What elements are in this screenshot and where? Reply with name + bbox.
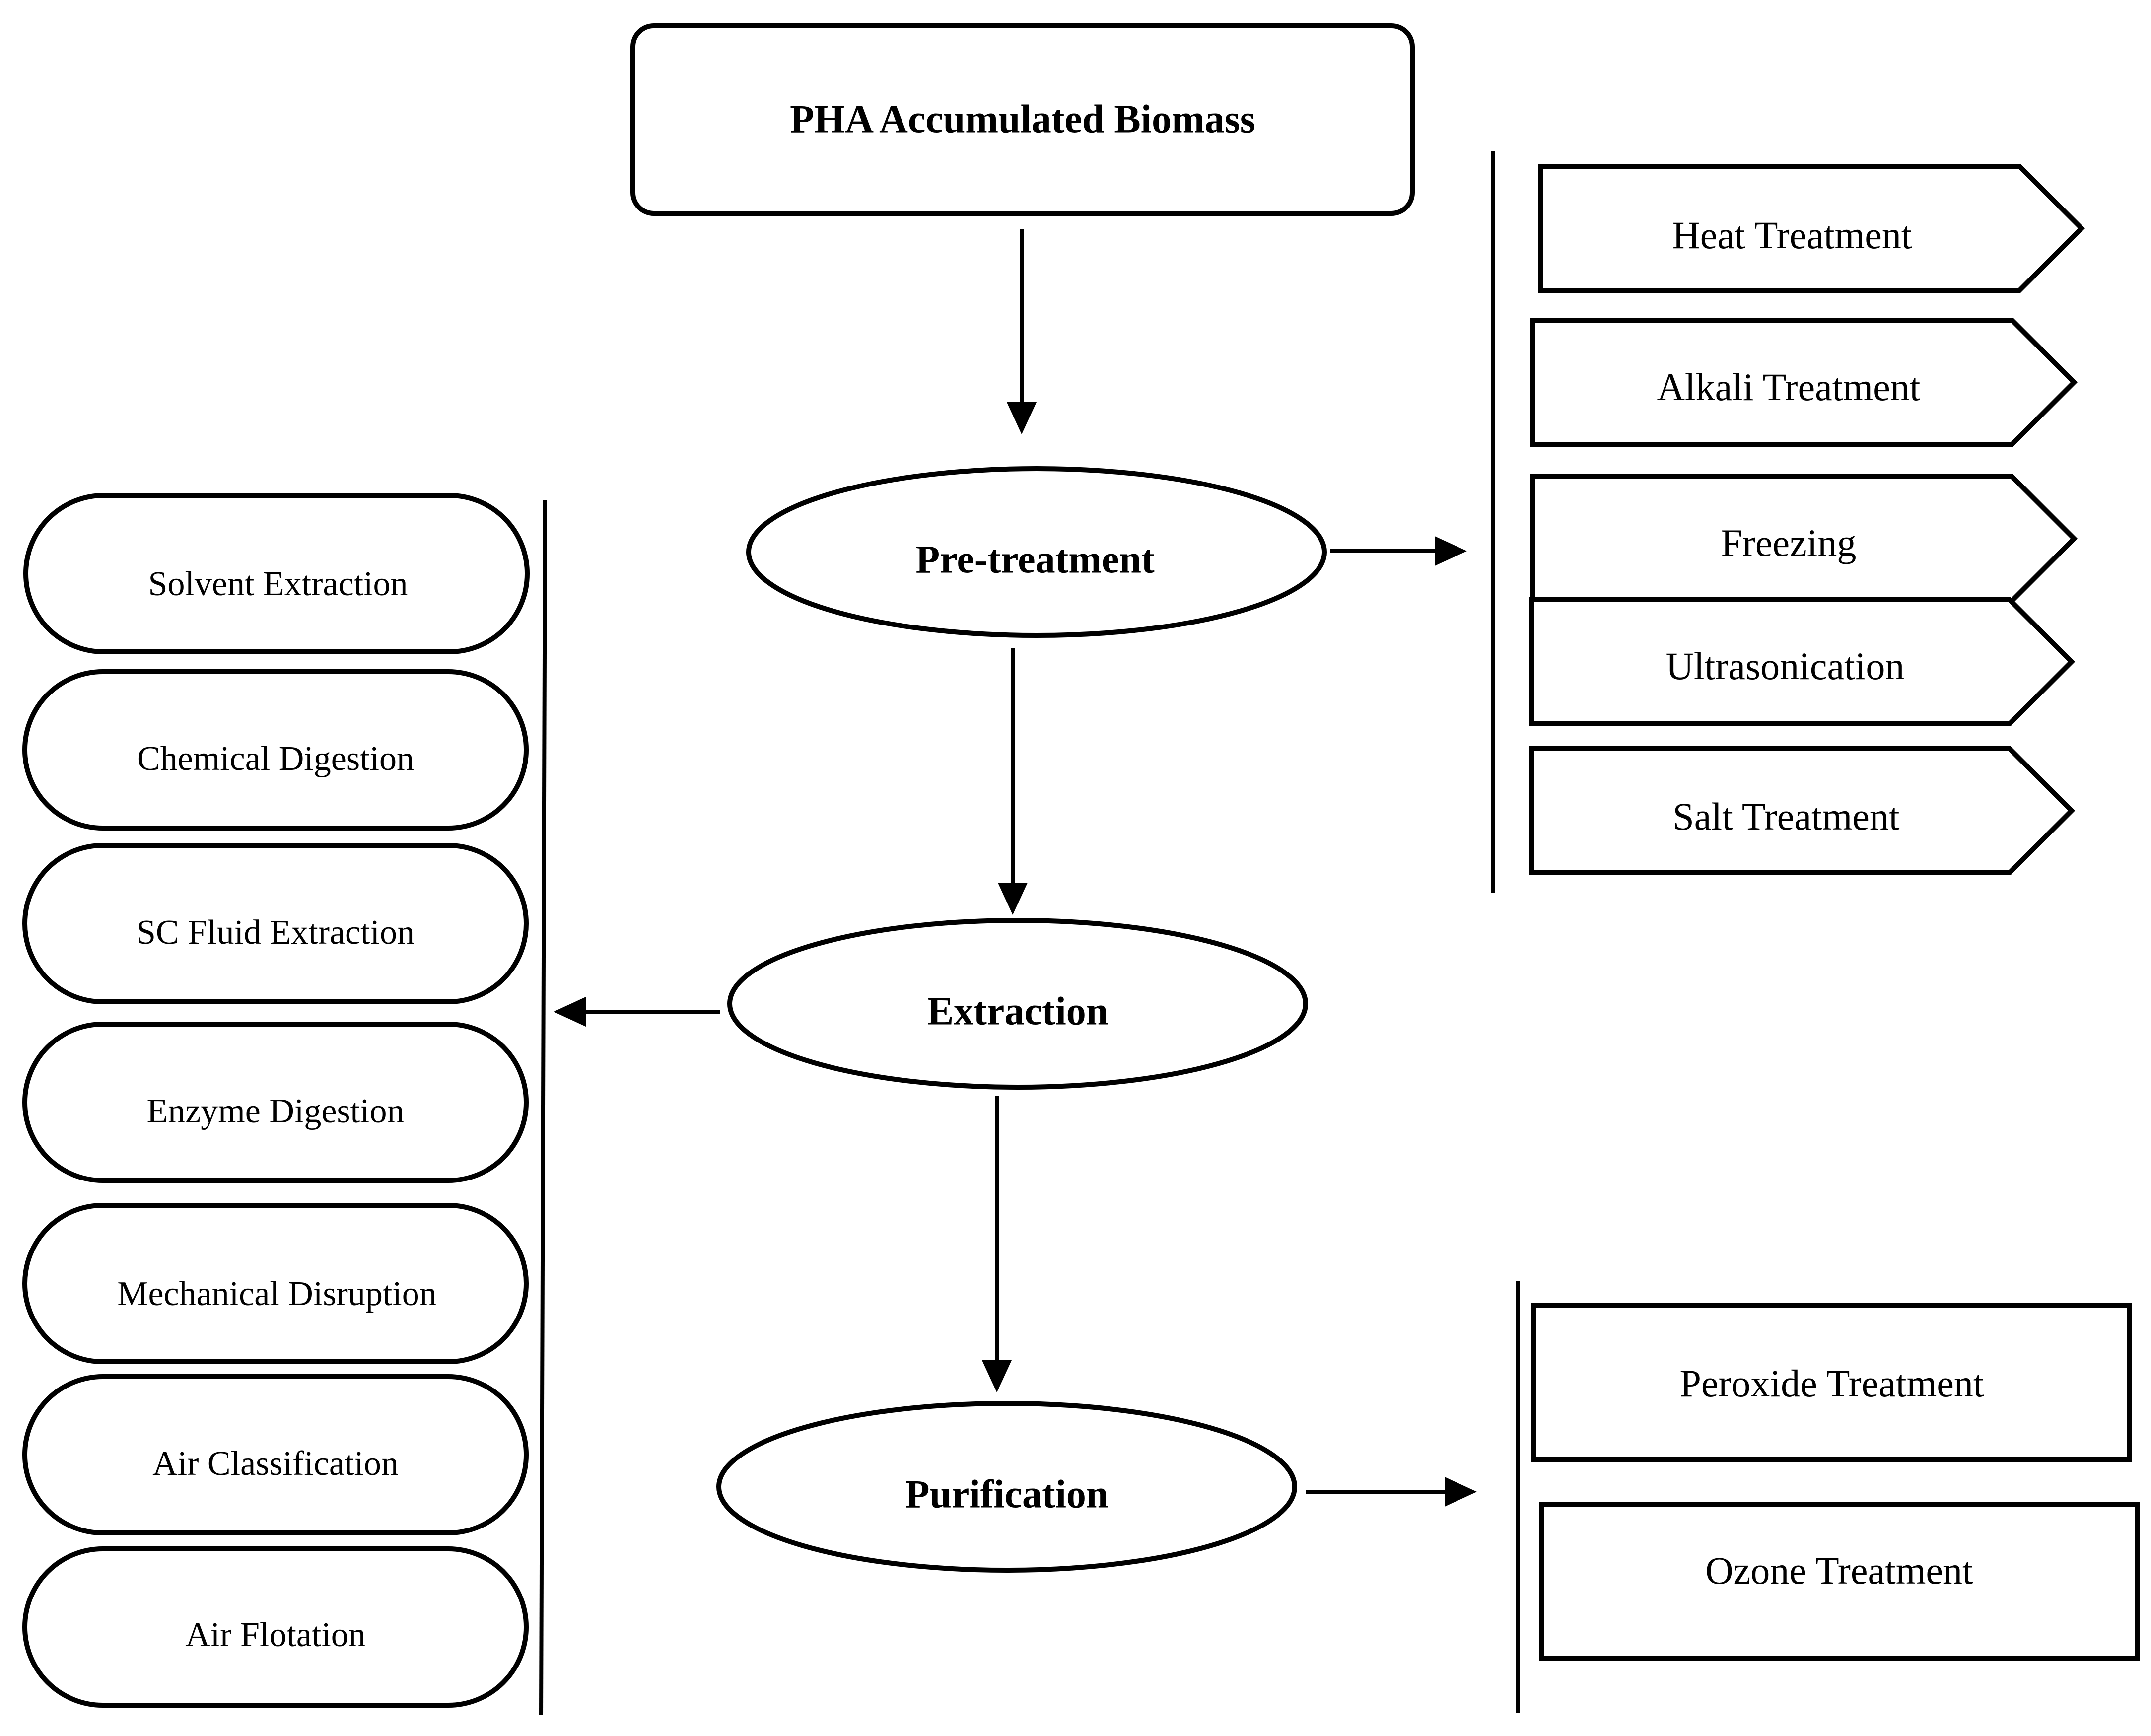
extraction-method-item: Enzyme Digestion [22, 1022, 529, 1183]
pretreatment-method-item: Ultrasonication [1529, 597, 2076, 726]
stadium-box [22, 1203, 529, 1364]
arrow-pretreatment-to-methods-head [1435, 536, 1467, 566]
stadium-box [22, 1374, 529, 1535]
pentagon-box [1530, 474, 2078, 603]
pretreatment-method-label: Alkali Treatment [1657, 365, 1921, 409]
pretreatment-method-label: Freezing [1721, 521, 1857, 564]
extraction-method-label: Enzyme Digestion [146, 1092, 404, 1130]
extraction-method-item: Solvent Extraction [23, 493, 530, 654]
extraction-method-item: Chemical Digestion [22, 669, 529, 831]
arrow-extraction-to-methods-head [554, 997, 586, 1027]
extraction-method-item: Mechanical Disruption [22, 1203, 529, 1364]
extraction-method-label: Air Classification [152, 1445, 399, 1483]
pentagon-box [1538, 164, 2085, 293]
pretreatment-method-item: Alkali Treatment [1530, 318, 2078, 447]
pretreatment-method-item: Freezing [1530, 474, 2078, 603]
stage-pretreatment-label: Pre-treatment [915, 538, 1155, 581]
pretreatment-method-label: Salt Treatment [1672, 795, 1900, 838]
stage-extraction: Extraction [727, 918, 1308, 1090]
top-box-label: PHA Accumulated Biomass [790, 97, 1255, 141]
purification-method-item: Peroxide Treatment [1531, 1303, 2132, 1462]
stage-pretreatment: Pre-treatment [746, 466, 1327, 638]
stadium-box [22, 843, 529, 1004]
stadium-box [22, 669, 529, 831]
purification-method-label: Ozone Treatment [1705, 1549, 1973, 1592]
pretreatment-methods: Heat Treatment Alkali Treatment Freezing… [1529, 164, 2085, 875]
pentagon-box [1529, 597, 2076, 726]
stadium-box [23, 493, 530, 654]
extraction-method-label: Mechanical Disruption [117, 1275, 436, 1313]
stage-extraction-label: Extraction [927, 989, 1108, 1033]
top-box-frame [630, 23, 1415, 216]
purification-methods: Peroxide Treatment Ozone Treatment [1531, 1303, 2140, 1661]
arrow-pretreatment-to-extraction-head [998, 883, 1028, 915]
extraction-method-label: Air Flotation [185, 1616, 366, 1654]
pretreatment-method-label: Ultrasonication [1666, 644, 1905, 688]
pretreatment-method-item: Salt Treatment [1529, 746, 2076, 875]
arrow-top-to-pretreatment-head [1007, 402, 1037, 434]
extraction-bracket-line [539, 500, 547, 1716]
stage-purification: Purification [716, 1401, 1297, 1573]
top-box: PHA Accumulated Biomass [630, 23, 1415, 216]
purification-method-item: Ozone Treatment [1539, 1502, 2140, 1661]
pretreatment-method-item: Heat Treatment [1538, 164, 2085, 293]
stadium-box [22, 1546, 529, 1708]
arrow-purification-to-methods-head [1445, 1477, 1477, 1507]
stage-pretreatment-ellipse [746, 466, 1327, 638]
pentagon-box [1529, 746, 2076, 875]
stage-extraction-ellipse [727, 918, 1308, 1090]
pentagon-box [1530, 318, 2078, 447]
extraction-method-item: Air Classification [22, 1374, 529, 1535]
extraction-method-item: Air Flotation [22, 1546, 529, 1708]
arrow-extraction-to-purification-head [982, 1360, 1012, 1392]
extraction-method-item: SC Fluid Extraction [22, 843, 529, 1004]
extraction-method-label: SC Fluid Extraction [137, 913, 415, 952]
rect-box [1531, 1303, 2132, 1462]
purification-method-label: Peroxide Treatment [1679, 1362, 1984, 1405]
extraction-method-label: Chemical Digestion [137, 740, 414, 778]
extraction-methods: Solvent Extraction Chemical Digestion SC… [22, 493, 530, 1708]
rect-box [1539, 1502, 2140, 1661]
pretreatment-method-label: Heat Treatment [1672, 213, 1912, 257]
stadium-box [22, 1022, 529, 1183]
stage-purification-ellipse [716, 1401, 1297, 1573]
flow-arrows [554, 229, 1477, 1507]
stage-purification-label: Purification [905, 1472, 1109, 1516]
extraction-method-label: Solvent Extraction [148, 565, 408, 603]
